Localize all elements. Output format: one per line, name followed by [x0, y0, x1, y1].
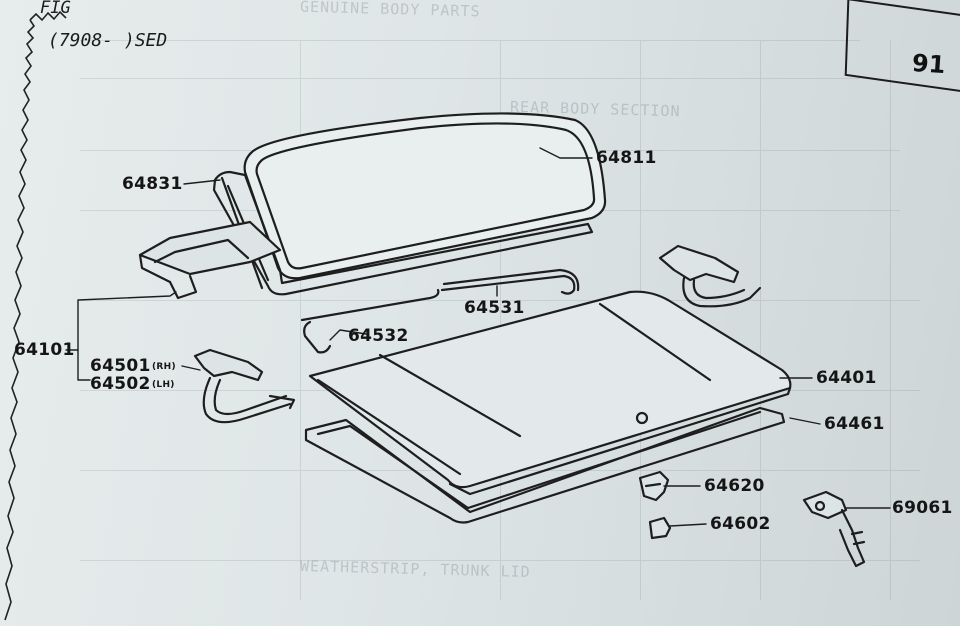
part-number-label: 64811: [596, 148, 657, 168]
part-number-label: 64401: [816, 368, 877, 388]
part-number-label: 64532: [348, 326, 409, 346]
part-number-label: 69061: [892, 498, 953, 518]
part-number-label: 64101: [14, 340, 75, 360]
package-tray-panel: [138, 220, 282, 300]
part-number-label: 64502: [90, 374, 151, 394]
part-number-label: 64501: [90, 356, 151, 376]
rear-glass: [243, 112, 607, 280]
trunk-lid: [308, 290, 792, 496]
part-side-label: (LH): [152, 380, 175, 390]
part-side-label: (RH): [152, 362, 176, 372]
model-range: (7908- )SED: [48, 30, 168, 51]
moulding-lower: [300, 268, 580, 354]
trunk-weatherstrip: [304, 406, 786, 524]
part-number-label: 64461: [824, 414, 885, 434]
hinge-right: [658, 244, 762, 308]
leader-lines: [65, 147, 891, 527]
lock-cylinder: [648, 516, 672, 540]
lock-assembly: [638, 470, 670, 502]
part-number-label: 64531: [464, 298, 525, 318]
figure-prefix: FIG: [40, 0, 71, 18]
key-cylinder-set: [802, 490, 866, 568]
part-number-label: 64620: [704, 476, 765, 496]
part-number-label: 64831: [122, 174, 183, 194]
part-number-label: 64602: [710, 514, 771, 534]
hinge-left: [193, 348, 296, 424]
